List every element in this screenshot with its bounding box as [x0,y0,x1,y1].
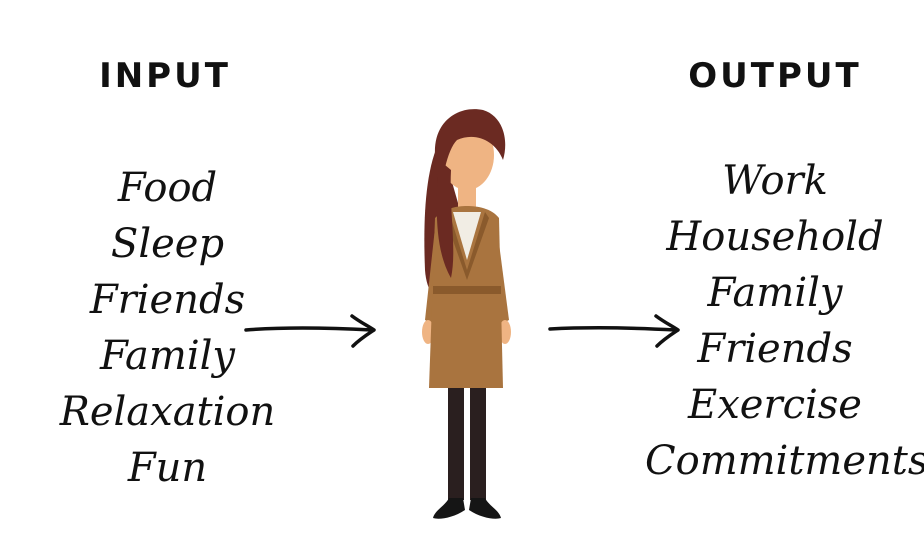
output-item: Commitments [645,438,924,484]
right-arrow-icon [244,314,376,348]
right-leg [470,388,486,500]
neck [458,186,476,208]
right-arrow-icon [548,314,680,348]
input-item: Food [117,165,218,211]
output-item: Friends [697,326,853,372]
output-item: Work [722,158,828,204]
hair-strand [436,160,454,278]
right-hand [499,320,511,344]
input-item: Relaxation [59,389,276,435]
left-leg [448,388,464,500]
output-list: Work Household Family Friends Exercise C… [645,153,924,489]
input-item: Sleep [110,221,225,267]
right-shoe [469,498,501,519]
output-item: Exercise [688,382,862,428]
input-list: Food Sleep Friends Family Relaxation Fun [55,160,280,496]
left-shoe [433,498,465,519]
input-item: Fun [127,445,208,491]
hair-top [434,109,506,210]
shirt [453,212,481,260]
output-item: Household [666,214,884,260]
output-item: Family [707,270,843,316]
input-heading: INPUT [99,56,231,96]
woman-figure-icon [422,109,511,519]
input-item: Friends [89,277,246,323]
input-item: Family [100,333,235,379]
output-heading: OUTPUT [688,56,862,96]
belt [433,286,501,294]
